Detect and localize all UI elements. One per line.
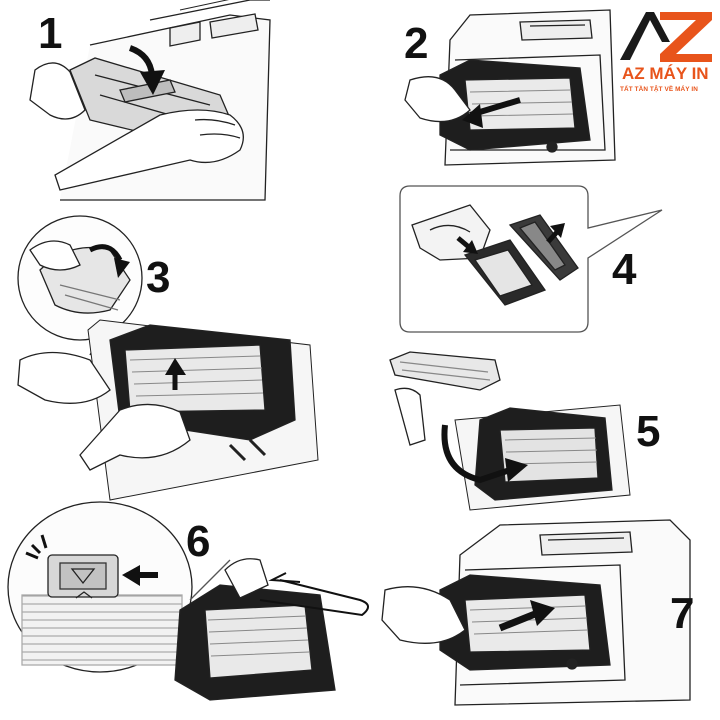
az-may-in-logo: AZ MÁY IN TẤT TẦN TẬT VỀ MÁY IN [612, 6, 720, 106]
step-5-illustration [389, 351, 631, 511]
step-3-illustration [17, 215, 319, 501]
step-number-5: 5 [636, 407, 661, 456]
step-1-illustration [29, 0, 271, 201]
logo-name: AZ MÁY IN [622, 64, 709, 83]
az-logo-mark [620, 12, 712, 62]
step-number-4: 4 [612, 245, 637, 294]
step-number-6: 6 [186, 517, 211, 566]
step-number-2: 2 [404, 19, 429, 68]
logo-tagline: TẤT TẦN TẬT VỀ MÁY IN [620, 86, 698, 93]
step-6-illustration [7, 501, 369, 701]
step-2-illustration [404, 9, 616, 166]
step-7-illustration [381, 519, 691, 706]
step-4-illustration [399, 185, 663, 333]
step-number-7: 7 [670, 589, 695, 638]
step-number-3: 3 [146, 253, 171, 302]
step-number-1: 1 [38, 9, 63, 58]
